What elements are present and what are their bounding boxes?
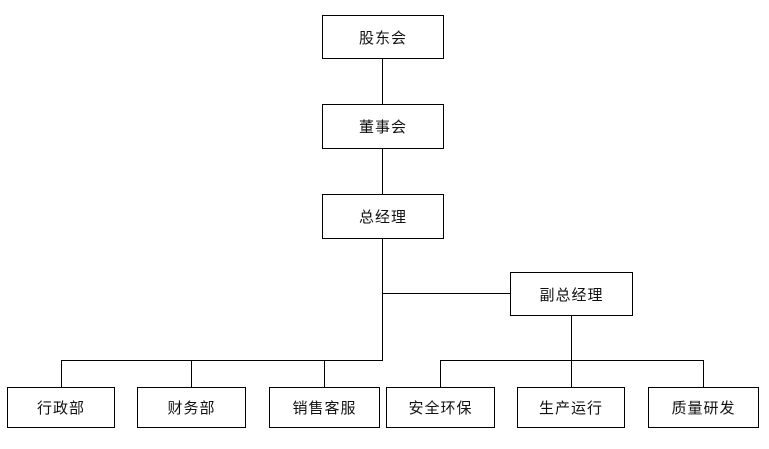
connector-stub-safety-env-dept xyxy=(440,360,441,387)
org-node-sales-service-dept: 销售客服 xyxy=(269,387,380,428)
connector-bus-right-departments xyxy=(440,360,704,361)
connector-stub-finance-dept xyxy=(191,360,192,387)
connector-deputy-trunk xyxy=(571,316,572,387)
connector-board-general-manager xyxy=(382,149,383,194)
connector-general-manager-deputy xyxy=(383,293,510,294)
org-node-deputy-general-manager: 副总经理 xyxy=(510,272,633,316)
org-node-safety-env-dept: 安全环保 xyxy=(386,387,495,428)
connector-general-manager-trunk xyxy=(382,239,383,361)
connector-stub-sales-service-dept xyxy=(324,360,325,387)
org-node-general-manager: 总经理 xyxy=(322,194,444,239)
connector-stub-admin-dept xyxy=(61,360,62,387)
org-node-board-of-directors: 董事会 xyxy=(322,104,444,149)
org-node-admin-dept: 行政部 xyxy=(7,387,115,428)
org-node-shareholders: 股东会 xyxy=(322,15,444,59)
connector-stub-quality-rd-dept xyxy=(703,360,704,387)
org-node-production-ops-dept: 生产运行 xyxy=(517,387,625,428)
org-node-quality-rd-dept: 质量研发 xyxy=(648,387,759,428)
org-node-finance-dept: 财务部 xyxy=(137,387,246,428)
connector-bus-left-departments xyxy=(61,360,383,361)
connector-shareholders-board xyxy=(382,59,383,104)
